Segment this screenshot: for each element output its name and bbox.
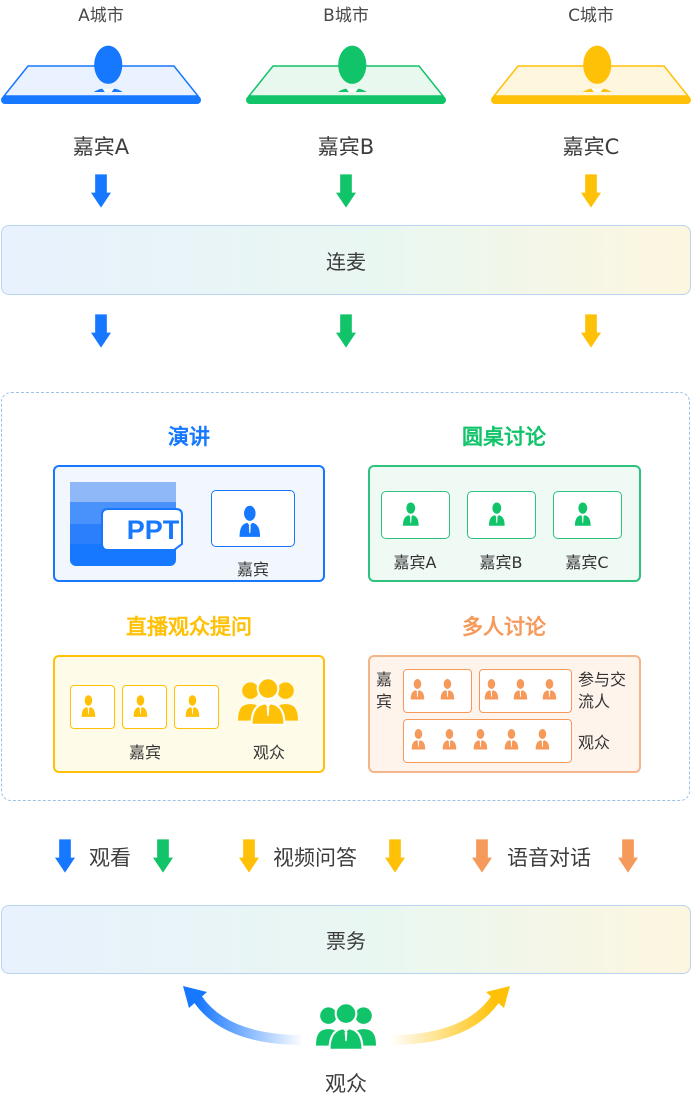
down-arrow-icon [91,312,111,350]
user-icon [566,24,616,92]
guest-label-c: 嘉宾C [562,135,620,159]
user-icon [472,724,498,758]
guest-label-b: 嘉宾B [317,135,375,159]
guest-label-a: 嘉宾A [72,135,130,159]
multi-title: 多人讨论 [462,615,546,639]
guest-frame [403,669,472,713]
roundtable-guest-a: 嘉宾A [393,553,437,572]
speech-title: 演讲 [168,425,210,449]
multi-guest-label: 嘉宾 [376,670,393,711]
user-icon [80,689,106,725]
guest-frame [174,685,219,729]
down-arrow-icon [336,172,356,210]
roundtable-title: 圆桌讨论 [462,425,546,449]
user-icon [483,674,509,708]
user-icon [534,724,560,758]
user-icon [487,497,515,533]
audience-group-icon [315,1000,377,1052]
bottom-audience-label: 观众 [325,1072,367,1096]
multi-participant-label: 参与交流人 [578,670,627,711]
qa-audience-label: 观众 [252,743,285,762]
roundtable-card: 嘉宾A 嘉宾B 嘉宾C [368,465,641,582]
down-arrow-icon [472,837,492,875]
ppt-icon [70,482,183,566]
guest-frame [122,685,167,729]
speech-guest-label: 嘉宾 [236,560,269,579]
connect-band: 连麦 [1,225,691,295]
speech-card: PPT 嘉宾 [53,465,325,582]
connect-label: 连麦 [326,249,366,274]
guest-frame [211,490,295,547]
roundtable-guest-b: 嘉宾B [479,553,523,572]
group-icon [237,675,299,727]
multi-audience-label: 观众 [578,733,611,752]
down-arrow-icon [581,172,601,210]
ticket-band: 票务 [1,905,691,974]
user-icon [439,674,465,708]
user-icon [409,674,435,708]
user-icon [441,724,467,758]
down-arrow-icon [239,837,259,875]
city-label-c: C城市 [568,6,614,26]
qa-title: 直播观众提问 [126,615,252,639]
user-icon [132,689,158,725]
curved-arrow-right-icon [389,986,510,1045]
user-icon [503,724,529,758]
roundtable-guest-c: 嘉宾C [565,553,609,572]
user-icon [410,724,436,758]
user-icon [77,24,127,92]
guest-frame [467,491,536,539]
ticket-label: 票务 [326,929,366,953]
down-arrow-icon [336,312,356,350]
user-icon [184,689,210,725]
down-arrow-icon [385,837,405,875]
user-icon [401,497,429,533]
audience-frame [403,719,572,763]
user-icon [512,674,538,708]
modes-area [1,392,690,801]
watch-label: 观看 [89,846,131,870]
city-label-a: A城市 [78,6,124,26]
down-arrow-icon [91,172,111,210]
user-icon [237,498,269,540]
user-icon [321,24,371,92]
participant-frame [479,669,572,713]
down-arrow-icon [153,837,173,875]
voice-label: 语音对话 [507,846,591,870]
guest-frame [553,491,622,539]
ppt-label: PPT [126,515,180,545]
curved-arrow-left-icon [183,986,304,1045]
qa-guest-label: 嘉宾 [128,743,161,762]
qa-card: 嘉宾 观众 [53,655,325,773]
city-label-b: B城市 [323,6,369,26]
video-qa-label: 视频问答 [273,846,357,870]
down-arrow-icon [618,837,638,875]
guest-frame [70,685,115,729]
user-icon [573,497,601,533]
user-icon [541,674,567,708]
multi-card: 嘉宾 参与交流人 观众 [368,655,641,773]
down-arrow-icon [581,312,601,350]
down-arrow-icon [55,837,75,875]
guest-frame [381,491,450,539]
